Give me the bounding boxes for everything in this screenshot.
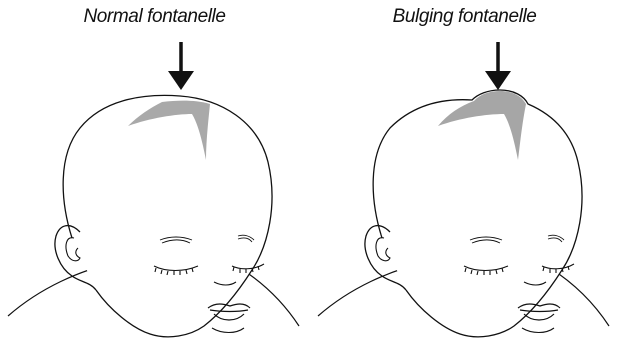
down-arrow-icon: [168, 42, 194, 90]
normal-fontanelle-panel: Normal fontanelle: [0, 0, 309, 344]
chin: [212, 328, 244, 333]
chin: [522, 328, 554, 333]
down-arrow-icon: [485, 42, 511, 90]
baby-head-normal-illustration: [0, 0, 309, 344]
head-outline: [63, 95, 272, 336]
head-outline: [373, 90, 582, 337]
bulging-fontanelle-panel: Bulging fontanelle: [310, 0, 619, 344]
baby-head-bulging-illustration: [310, 0, 619, 344]
